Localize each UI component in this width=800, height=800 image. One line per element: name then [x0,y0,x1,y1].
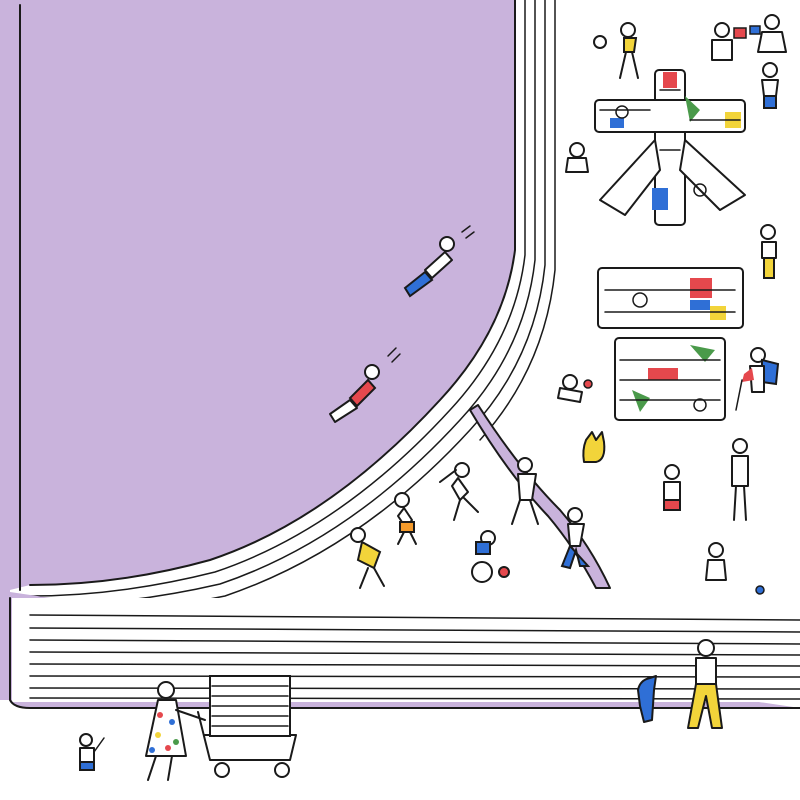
shopping-cart [197,675,297,778]
person-wheelchair [471,530,510,583]
person-lifting [511,457,539,525]
person-yellow-shirt [350,527,385,589]
kanji-lower-machinery [597,267,744,421]
person-throwing-ball [705,542,765,595]
book-cover-edge [29,0,516,586]
bookmark-ribbon [469,404,611,589]
person-crawling-red [557,374,593,403]
person-jumping [439,462,479,521]
person-crouching [565,142,589,173]
book-cover [0,0,515,700]
person-red-shorts [663,464,681,511]
person-reading-yellow [760,224,777,279]
person-orange-shorts [394,492,417,545]
cat [582,431,606,463]
dog [637,675,657,723]
person-tennis [593,22,639,79]
person-flying-red [329,347,401,423]
kanji-hon-machinery [594,69,746,226]
person-hiker [735,347,780,411]
page-block [9,592,800,709]
child-running [79,733,105,771]
person-polka-dot-dress [145,681,206,781]
person-flying-blue [403,225,475,298]
person-standing-tall [731,438,749,521]
person-sitting-reading [749,14,787,53]
person-yellow-pants [687,639,723,729]
person-blue-pants [560,507,591,570]
person-standing-blue [761,62,779,109]
person-sitting-book [711,22,747,61]
